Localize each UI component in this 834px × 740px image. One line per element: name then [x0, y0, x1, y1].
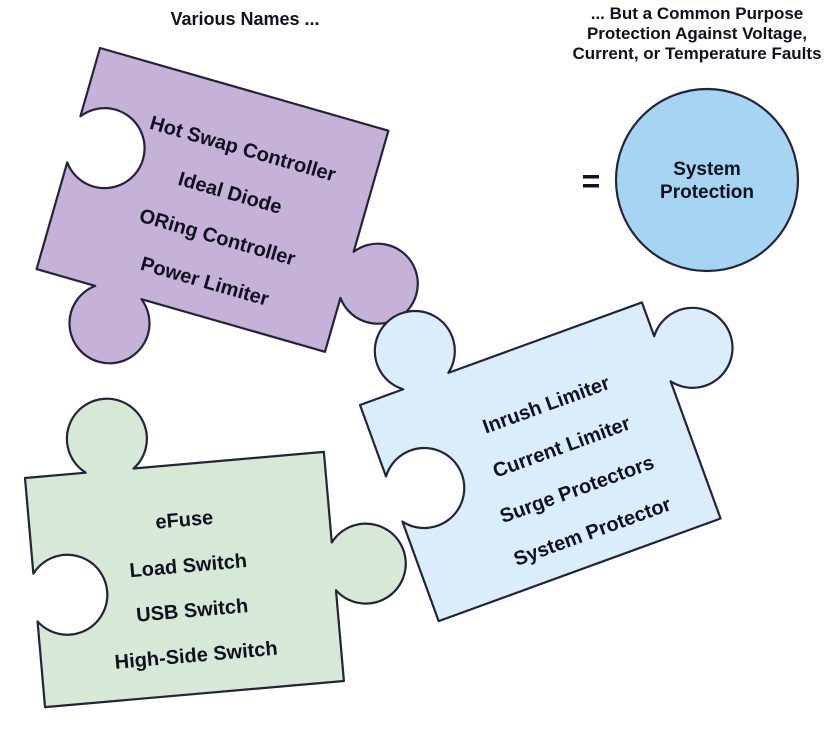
- right-heading-line3: Current, or Temperature Faults: [572, 44, 821, 63]
- left-heading: Various Names ...: [170, 9, 319, 29]
- puzzle-piece-blue-shape: [358, 301, 734, 623]
- puzzle-piece-green-shape: [23, 397, 407, 709]
- equals-sign: =: [582, 163, 601, 199]
- puzzle-piece-purple: Hot Swap Controller Ideal Diode ORing Co…: [35, 46, 419, 365]
- puzzle-piece-green: eFuse Load Switch USB Switch High-Side S…: [23, 397, 407, 709]
- piece-label: eFuse: [155, 507, 215, 534]
- system-protection-circle: System Protection: [614, 87, 800, 273]
- right-heading-line1: ... But a Common Purpose: [591, 4, 804, 23]
- puzzle-piece-purple-shape: [35, 46, 419, 365]
- circle-label-line2: Protection: [660, 182, 754, 203]
- system-protection-circle-shape: [614, 87, 800, 273]
- right-heading: ... But a Common Purpose Protection Agai…: [572, 4, 821, 63]
- circle-label-line1: System: [673, 159, 741, 180]
- right-heading-line2: Protection Against Voltage,: [587, 24, 807, 43]
